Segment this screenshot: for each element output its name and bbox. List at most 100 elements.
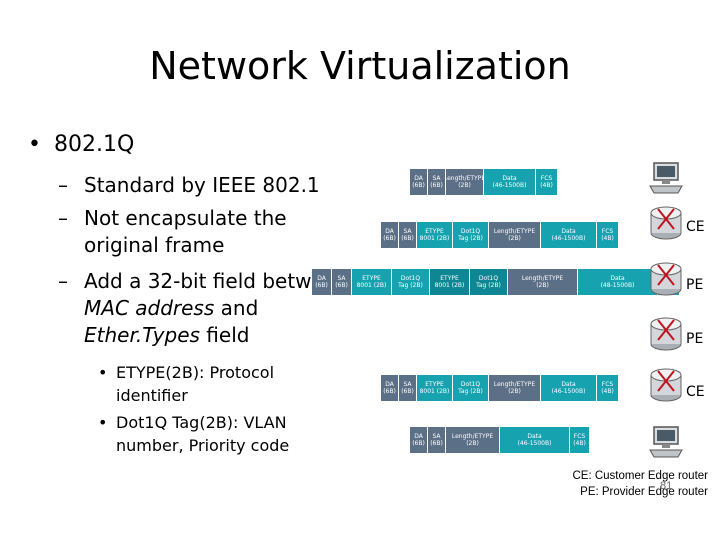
router-icon-ce-top (650, 206, 682, 240)
field-name: Dot1Q (478, 275, 499, 282)
frame-field: SA(6B) (399, 375, 417, 401)
field-size: 8001 (2B) (419, 235, 450, 242)
frame-field: FCS(4B) (597, 375, 619, 401)
frame-untagged-top: DA(6B)SA(6B)Length/ETYPE(2B)Data(46-1500… (410, 169, 558, 195)
field-size: (4B) (540, 182, 553, 189)
bullet-dot: • (28, 132, 41, 157)
field-name: Length/ETYPE (493, 381, 536, 388)
frame-field: DA(6B) (312, 269, 332, 295)
frame-field: DA(6B) (381, 375, 399, 401)
legend-ce: CE: Customer Edge router (572, 470, 708, 482)
slide-title: Network Virtualization (149, 44, 571, 88)
field-name: FCS (540, 175, 553, 182)
field-size: (48-1500B) (600, 282, 635, 289)
field-name: SA (337, 275, 346, 282)
legend: CE: Customer Edge router PE: Provider Ed… (572, 468, 708, 500)
computer-icon (649, 426, 683, 458)
frame-field: Data(46-1500B) (484, 169, 536, 195)
frame-field: SA(6B) (428, 427, 446, 453)
bullet-802-1q: • 802.1Q (28, 132, 134, 157)
legend-pe: PE: Provider Edge router (580, 486, 708, 498)
field-name: Dot1Q (460, 228, 481, 235)
field-name: Length/ETYPE (446, 175, 484, 182)
field-size: (6B) (430, 182, 443, 189)
label-pe-bottom: PE (686, 331, 704, 347)
field-size: Tag (2B) (458, 388, 483, 395)
field-name: Data (527, 433, 542, 440)
field-name: Data (502, 175, 517, 182)
frame-field: DA(6B) (410, 169, 428, 195)
field-size: (6B) (401, 235, 414, 242)
frame-field: Length/ETYPE(2B) (489, 375, 541, 401)
field-name: ETYPE (425, 228, 444, 235)
field-size: (46-1500B) (492, 182, 527, 189)
field-size: (6B) (430, 440, 443, 447)
field-size: (2B) (508, 235, 521, 242)
field-name: Length/ETYPE (451, 433, 494, 440)
router-icon-ce-bottom (650, 368, 682, 402)
field-name: FCS (601, 228, 614, 235)
field-name: ETYPE (425, 381, 444, 388)
field-name: DA (414, 433, 423, 440)
frame-field: DA(6B) (381, 222, 399, 248)
field-size: Tag (2B) (476, 282, 501, 289)
field-size: (6B) (383, 235, 396, 242)
field-name: SA (432, 433, 441, 440)
field-name: DA (385, 228, 394, 235)
field-size: Tag (2B) (398, 282, 423, 289)
frame-field: DA(6B) (410, 427, 428, 453)
frame-field: Length/ETYPE(2B) (446, 169, 484, 195)
frame-field: Data(48-1500B) (578, 269, 658, 295)
field-size: Tag (2B) (458, 235, 483, 242)
computer-icon (649, 162, 683, 194)
sub-bullet-2: –Not encapsulate the original frame (58, 206, 287, 257)
field-size: (4B) (601, 388, 614, 395)
label-ce-top: CE (686, 219, 705, 235)
field-name: Data (561, 228, 576, 235)
field-name: ETYPE (440, 275, 459, 282)
frame-field: FCS(4B) (570, 427, 590, 453)
router-icon-pe-top (650, 262, 682, 296)
field-size: (4B) (573, 440, 586, 447)
field-name: Data (561, 381, 576, 388)
field-size: 8001 (2B) (356, 282, 387, 289)
field-name: SA (432, 175, 441, 182)
field-size: (2B) (508, 388, 521, 395)
frame-field: SA(6B) (332, 269, 352, 295)
frame-field: Length/ETYPE(2B) (446, 427, 500, 453)
field-name: DA (414, 175, 423, 182)
frame-field: Length/ETYPE(2B) (489, 222, 541, 248)
field-size: (46-1500B) (517, 440, 552, 447)
field-size: 8001 (2B) (434, 282, 465, 289)
bullet-text: 802.1Q (54, 132, 135, 157)
field-size: (46-1500B) (551, 235, 586, 242)
field-size: (6B) (412, 440, 425, 447)
frame-field: FCS(4B) (597, 222, 619, 248)
field-name: Length/ETYPE (521, 275, 564, 282)
field-name: FCS (601, 381, 614, 388)
field-name: Dot1Q (400, 275, 421, 282)
field-name: SA (403, 228, 412, 235)
sub-bullet-1: –Standard by IEEE 802.1 (58, 173, 320, 197)
field-size: (2B) (536, 282, 549, 289)
field-name: DA (385, 381, 394, 388)
field-name: DA (317, 275, 326, 282)
field-name: ETYPE (362, 275, 381, 282)
field-size: (6B) (315, 282, 328, 289)
frame-field: SA(6B) (428, 169, 446, 195)
label-ce-bottom: CE (686, 384, 705, 400)
frame-field: Data(46-1500B) (541, 222, 597, 248)
page-number: 81 (660, 480, 673, 492)
field-size: 8001 (2B) (419, 388, 450, 395)
frame-field: Data(46-1500B) (500, 427, 570, 453)
field-size: (4B) (601, 235, 614, 242)
field-name: Length/ETYPE (493, 228, 536, 235)
sub-sub-bullet-etype: •ETYPE(2B): Protocol identifier (98, 363, 275, 405)
